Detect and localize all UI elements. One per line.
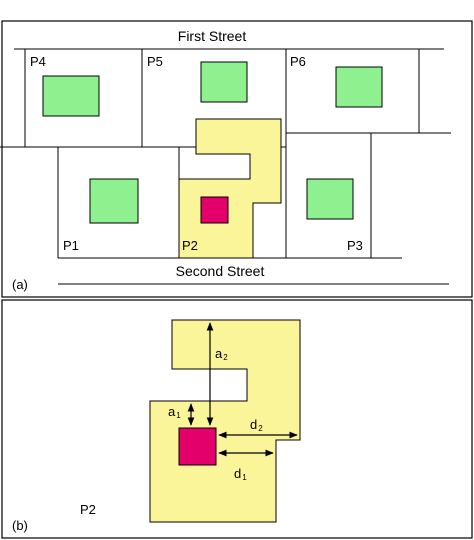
dimension-label-d2: d2 (250, 417, 263, 433)
panel-a-label: (a) (12, 277, 28, 292)
panel-a-frame (1, 20, 473, 298)
panel-b: a2 a1 d2 d1 P2 (b) (1, 299, 473, 539)
dimension-label-a1: a1 (168, 404, 181, 420)
p4-building (42, 75, 100, 117)
p6-building (335, 66, 383, 108)
lot-label-p3: P3 (347, 238, 363, 253)
p2-yellow-building-detail (149, 319, 301, 523)
panel-b-label: (b) (12, 518, 28, 533)
lot-label-p2: P2 (182, 238, 198, 253)
second-street-label: Second Street (176, 263, 265, 279)
p1-building (89, 178, 139, 224)
lot-label-p4: P4 (30, 54, 46, 69)
dimension-label-d1: d1 (234, 466, 247, 482)
p3-building (306, 178, 354, 220)
detail-lot-label-p2: P2 (80, 502, 96, 517)
p2-red-building (200, 196, 229, 224)
lot-p6-outline (285, 49, 420, 134)
dimension-label-a2: a2 (215, 346, 228, 362)
p2-red-building-detail (178, 427, 217, 466)
lot-label-p6: P6 (290, 54, 306, 69)
lot-label-p5: P5 (147, 54, 163, 69)
first-street-label: First Street (178, 28, 247, 44)
lot-label-p1: P1 (63, 238, 79, 253)
panel-a: First Street P4 P5 P6 P1 P2 P3 Second St… (0, 20, 473, 298)
panel-b-frame (1, 299, 473, 539)
p5-building (200, 61, 248, 103)
